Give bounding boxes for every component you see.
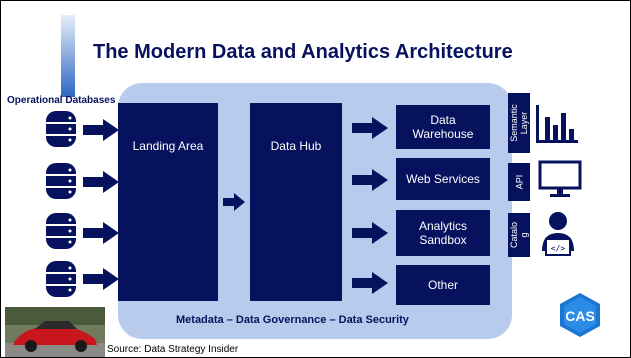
governance-footer: Metadata – Data Governance – Data Securi… <box>176 314 409 326</box>
arrow-right-icon <box>352 117 388 139</box>
sources-label: Operational Databases <box>7 95 116 106</box>
output-data-warehouse: Data Warehouse <box>396 105 490 149</box>
data-hub-label: Data Hub <box>270 139 322 153</box>
database-icon <box>46 213 76 249</box>
database-icon <box>46 163 76 199</box>
data-hub-column: Data Hub <box>250 103 342 301</box>
arrow-right-icon <box>83 268 119 290</box>
semantic-layer-rail: Semantic Layer <box>508 93 530 153</box>
landing-area-column: Landing Area <box>118 103 218 301</box>
output-web-services: Web Services <box>396 158 490 200</box>
cas-logo: CAS <box>560 293 600 337</box>
monitor-icon <box>538 160 582 197</box>
landing-area-label: Landing Area <box>132 139 204 153</box>
svg-text:</>: </> <box>551 244 566 253</box>
catalog-rail: Catalo g <box>508 213 530 257</box>
svg-text:CAS: CAS <box>565 308 595 324</box>
car-photo <box>5 307 105 357</box>
page-title: The Modern Data and Analytics Architectu… <box>93 41 513 63</box>
arrow-right-icon <box>83 171 119 193</box>
database-icon <box>46 261 76 297</box>
title-banner <box>61 15 75 97</box>
api-rail: API <box>508 163 530 201</box>
output-other: Other <box>396 265 490 305</box>
developer-icon: </> <box>542 212 574 256</box>
arrow-right-icon <box>352 169 388 191</box>
database-icon <box>46 111 76 147</box>
source-credit: Source: Data Strategy Insider <box>107 344 239 355</box>
arrow-right-icon <box>83 222 119 244</box>
arrow-right-icon <box>352 272 388 294</box>
arrow-right-icon <box>223 193 245 211</box>
bar-chart-icon <box>536 105 578 143</box>
output-analytics-sandbox: Analytics Sandbox <box>396 210 490 256</box>
arrow-right-icon <box>352 222 388 244</box>
arrow-right-icon <box>83 119 119 141</box>
